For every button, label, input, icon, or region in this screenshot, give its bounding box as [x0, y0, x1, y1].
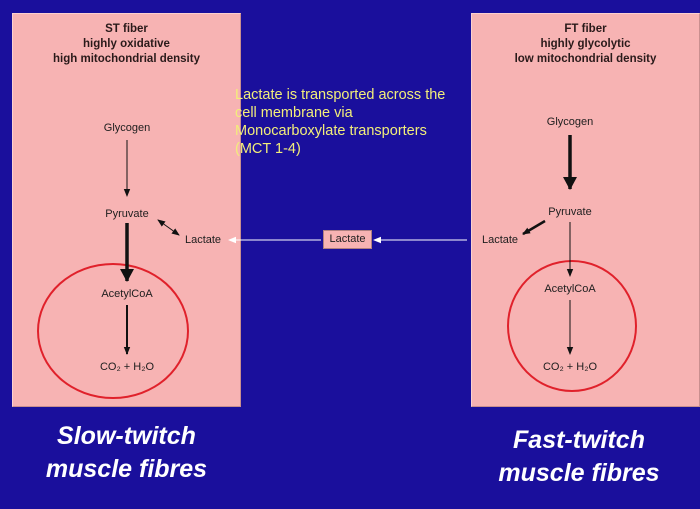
- ft-lactate-label: Lactate: [481, 234, 519, 246]
- ft-acetylcoa-label: AcetylCoA: [544, 283, 596, 295]
- st-pyruvate-label: Pyruvate: [105, 208, 149, 220]
- ft-pyruvate-to-lactate-arrow: [522, 219, 546, 236]
- ft-fiber-subtitle-glycolytic: highly glycolytic: [540, 38, 631, 50]
- ft-pyruvate-label: Pyruvate: [548, 206, 592, 218]
- st-lactate-label: Lactate: [184, 234, 222, 246]
- st-acetylcoa-label: AcetylCoA: [101, 288, 153, 300]
- st-mitochondria-circle: [37, 263, 189, 399]
- st-glycogen-label: Glycogen: [103, 122, 151, 134]
- fast-twitch-caption-line2: muscle fibres: [498, 459, 660, 487]
- st-fiber-header: ST fiber highly oxidative high mitochond…: [13, 22, 240, 67]
- mct-transport-note: Lactate is transported across the cell m…: [235, 87, 446, 157]
- ft-mitochondria-circle: [507, 260, 637, 392]
- st-fiber-title: ST fiber: [105, 23, 148, 35]
- fast-twitch-caption-line1: Fast-twitch: [513, 426, 645, 454]
- st-fiber-subtitle-mito: high mitochondrial density: [53, 53, 200, 65]
- ft-fiber-header: FT fiber highly glycolytic low mitochond…: [472, 22, 699, 67]
- slow-twitch-caption: Slow-twitch muscle fibres: [12, 420, 241, 486]
- lactate-transport-box: Lactate: [323, 230, 372, 249]
- ft-glycogen-label: Glycogen: [546, 116, 594, 128]
- slow-twitch-caption-line2: muscle fibres: [45, 455, 208, 483]
- st-pyruvate-lactate-arrow: [157, 219, 180, 236]
- slow-twitch-caption-line1: Slow-twitch: [57, 422, 196, 450]
- st-fiber-subtitle-oxidative: highly oxidative: [83, 38, 170, 50]
- fast-twitch-caption: Fast-twitch muscle fibres: [458, 424, 700, 490]
- ft-co2-h2o-label: CO₂ + H₂O: [542, 361, 598, 373]
- ft-fiber-title: FT fiber: [564, 23, 607, 35]
- ft-fiber-subtitle-mito: low mitochondrial density: [514, 53, 657, 65]
- st-co2-h2o-label: CO₂ + H₂O: [99, 361, 155, 373]
